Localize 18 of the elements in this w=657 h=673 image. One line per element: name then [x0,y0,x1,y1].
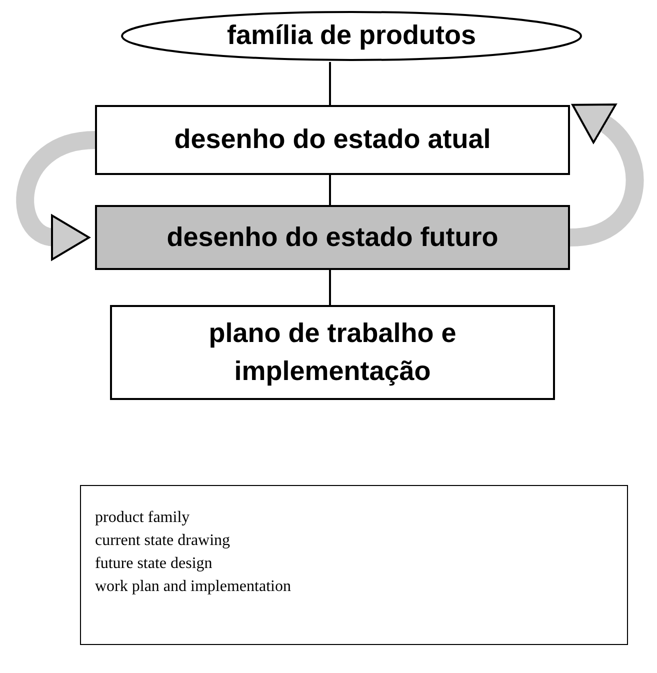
node-label: desenho do estado atual [174,123,491,156]
process-box [95,105,570,175]
curved-arrow [569,100,644,246]
node-label: plano de trabalho e implementação [208,316,458,388]
ellipse-node [120,10,583,62]
text-line: current state drawing [95,531,230,551]
process-box [110,305,555,400]
curved-arrow [16,131,96,260]
connector-line [329,270,331,305]
connector-line [329,175,331,205]
text-line: work plan and implementation [95,577,291,597]
node-label: desenho do estado futuro [166,220,498,254]
process-box [95,205,570,270]
connector-line [329,62,331,105]
text-box [80,485,628,645]
text-line: future state design [95,554,212,574]
text-line: product family [95,508,190,528]
node-label: família de produtos [226,19,476,52]
